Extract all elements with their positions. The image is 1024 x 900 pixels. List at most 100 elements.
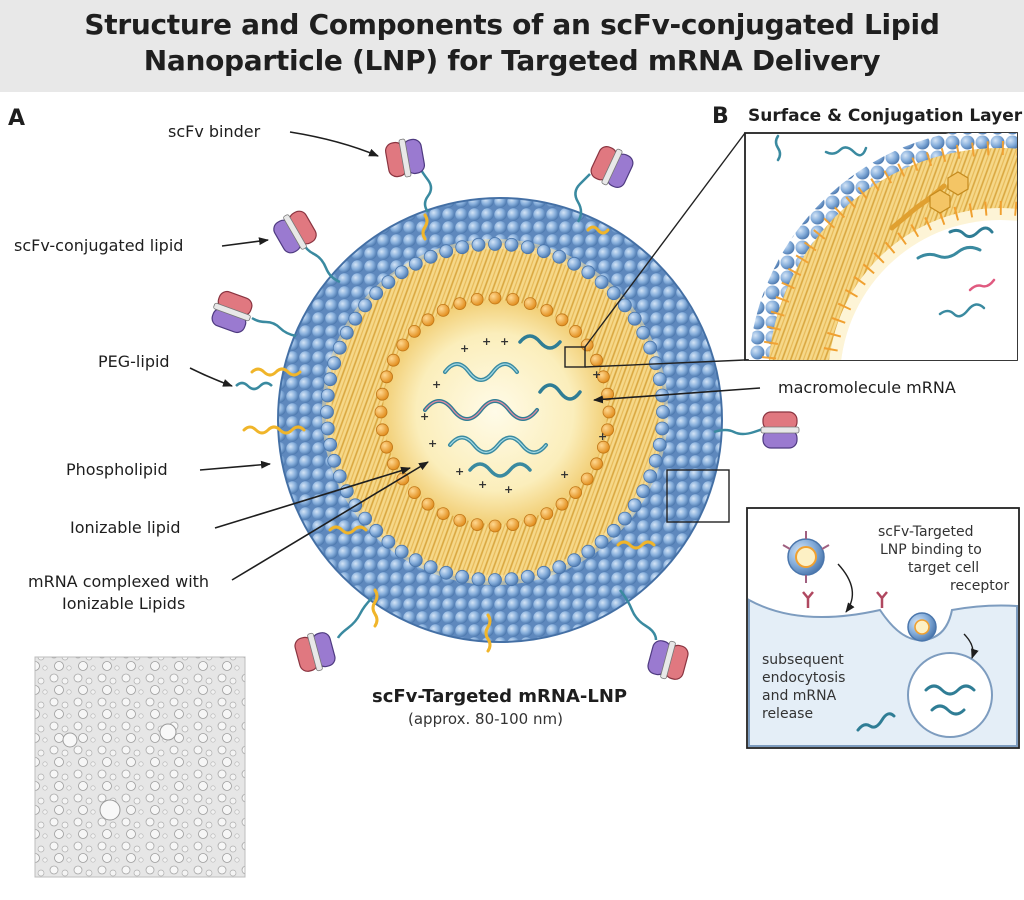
lipid-head <box>618 298 632 313</box>
lipid-head <box>421 497 435 511</box>
lipid-head <box>540 507 554 520</box>
lipid-head <box>471 572 486 587</box>
lipid-head <box>597 440 610 454</box>
lipid-head <box>636 325 651 340</box>
lipid-head <box>581 265 596 280</box>
scfv-binder <box>619 589 689 680</box>
lnp-particle <box>277 197 723 643</box>
lipid-head <box>394 544 409 559</box>
figure-title-line-1: Structure and Components of an scFv-conj… <box>84 8 940 41</box>
inset-endocytosis-line-1: subsequent <box>762 652 844 668</box>
lipid-head <box>358 298 373 313</box>
lipid-head <box>381 275 396 290</box>
inset-binding-line-3: target cell <box>908 560 980 576</box>
lipid-head <box>652 437 667 452</box>
svg-text:+: + <box>420 410 429 423</box>
lipid-head <box>407 486 421 500</box>
lipid-head <box>453 514 467 527</box>
lipid-head <box>555 313 569 327</box>
lipid-head <box>569 324 582 338</box>
lipid-head <box>602 405 616 419</box>
lipid-head <box>470 292 484 306</box>
callout-arrows <box>189 131 761 581</box>
scfv-binder <box>273 210 341 284</box>
lipid-head <box>320 421 335 436</box>
scfv-binder <box>294 597 373 672</box>
bound-lnp-icon <box>907 612 937 642</box>
lipid-head <box>488 291 502 305</box>
label-scfv-conjugated-lipid: scFv-conjugated lipid <box>14 236 184 255</box>
lipid-head <box>627 498 642 513</box>
lipid-head <box>648 453 663 468</box>
panel-b-zoom <box>744 132 1018 361</box>
lipid-head <box>455 569 470 584</box>
lipid-head <box>567 256 582 271</box>
lipid-head <box>381 535 396 549</box>
lipid-head <box>618 511 632 526</box>
lipid-head <box>374 405 388 419</box>
svg-text:+: + <box>432 378 441 391</box>
lipid-head <box>423 249 438 264</box>
lipid-head <box>327 356 342 371</box>
lipid-head <box>375 387 389 401</box>
ionizable-charges: +++ +++ +++ +++ <box>420 335 607 496</box>
lipid-head <box>601 387 614 401</box>
label-ionizable-lipid: Ionizable lipid <box>70 518 181 537</box>
lipid-head <box>421 313 435 327</box>
svg-text:+: + <box>598 430 607 443</box>
lipid-head <box>369 286 384 301</box>
lipid-head <box>506 292 520 306</box>
lipid-head <box>323 437 338 452</box>
label-phospholipid: Phospholipid <box>66 460 168 479</box>
phospholipid-heads-outer <box>320 237 670 587</box>
svg-text:+: + <box>504 483 513 496</box>
lipid-head <box>408 553 423 568</box>
lipid-head <box>332 469 347 484</box>
lipid-head <box>655 421 670 436</box>
lipid-head <box>552 560 567 575</box>
lipid-head <box>552 249 567 264</box>
lipid-head <box>396 338 410 352</box>
lipid-head <box>580 472 594 486</box>
lipid-head <box>369 523 384 538</box>
label-mrna-complexed-line-1: mRNA complexed with <box>28 572 210 591</box>
figure-title-line-2: Nanoparticle (LNP) for Targeted mRNA Del… <box>143 44 881 77</box>
lipid-head <box>488 573 502 587</box>
lipid-head <box>407 324 421 338</box>
mrna-strands <box>423 334 582 478</box>
title-band <box>0 0 1024 92</box>
lipid-head <box>606 286 621 301</box>
lipid-head <box>471 237 486 252</box>
lipid-head <box>590 457 603 471</box>
inset-binding-line-1: scFv-Targeted <box>878 524 974 540</box>
lipid-head <box>569 486 582 500</box>
lipid-head <box>439 244 454 259</box>
lipid-head <box>597 370 610 384</box>
lipid-head <box>627 311 642 326</box>
lipid-head <box>339 325 354 340</box>
ionizable-lipid-heads-inner <box>374 291 616 533</box>
lnp-caption: scFv-Targeted mRNA-LNP <box>372 686 628 707</box>
lipid-head <box>656 405 670 419</box>
lipid-head <box>590 353 603 367</box>
lipid-head <box>320 405 334 419</box>
lipid-head <box>636 484 651 499</box>
lipid-head <box>520 240 535 255</box>
lipid-head <box>504 572 519 587</box>
lipid-head <box>453 297 467 311</box>
lipid-head <box>380 370 394 384</box>
scfv-binders <box>211 138 800 680</box>
svg-text:+: + <box>460 342 469 355</box>
lipid-head <box>436 303 450 317</box>
inset-endocytosis-line-3: and mRNA <box>762 688 837 704</box>
lipid-head <box>332 340 347 355</box>
lipid-head <box>455 240 470 255</box>
lipid-head <box>594 275 609 290</box>
inset-endocytosis-line-2: endocytosis <box>762 670 846 686</box>
inset-binding-line-4: receptor <box>950 578 1010 594</box>
peg-lipid-free <box>235 381 273 391</box>
lipid-head <box>320 388 335 403</box>
panel-a-letter: A <box>8 106 26 131</box>
lipid-head <box>601 423 614 437</box>
